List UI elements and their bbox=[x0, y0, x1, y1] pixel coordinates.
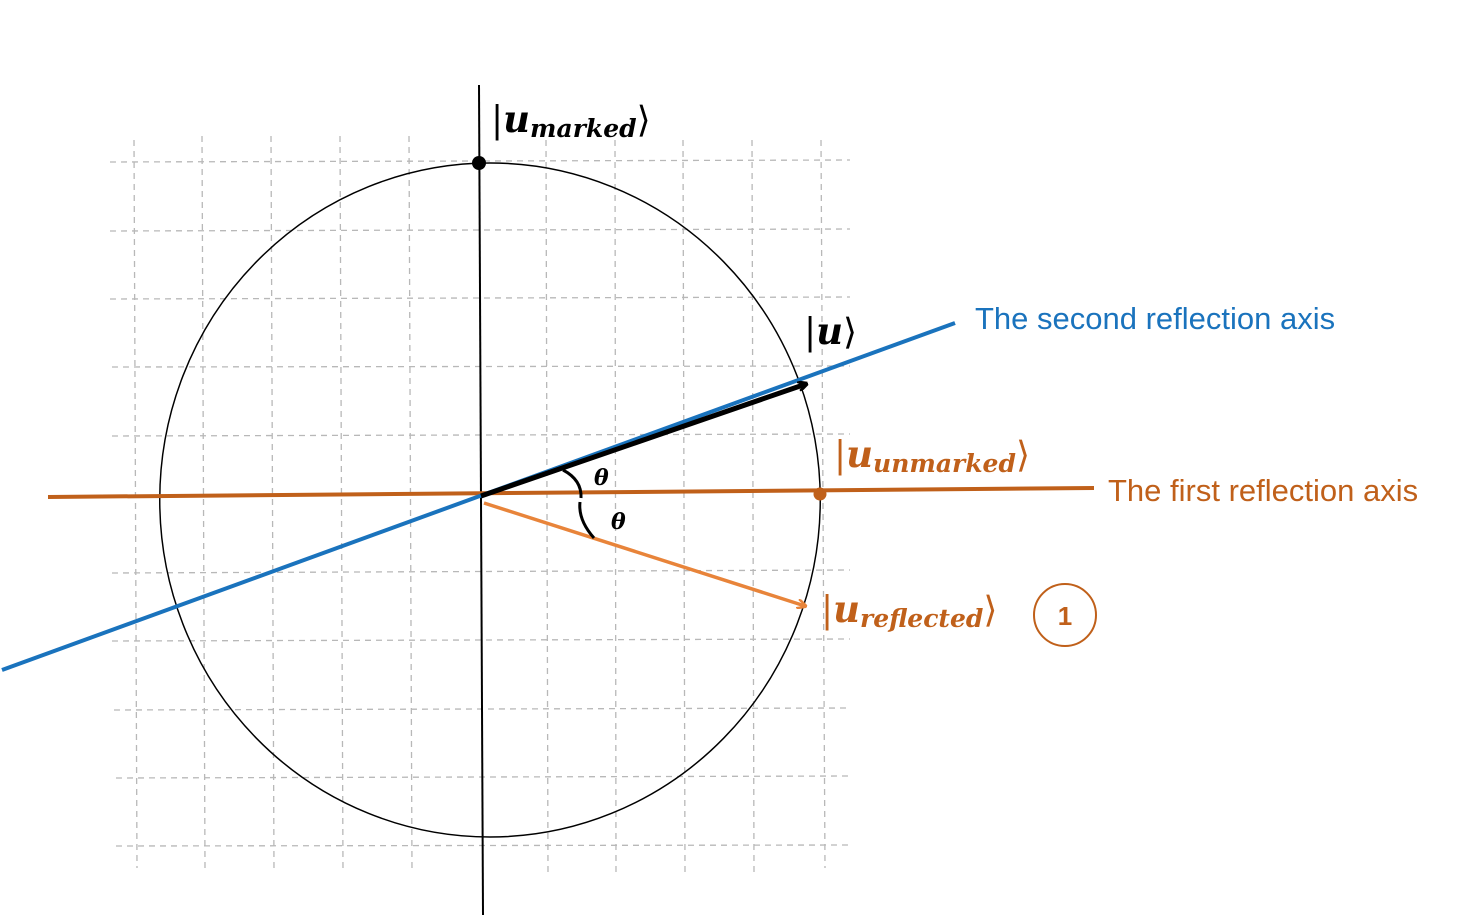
theta-upper-arc bbox=[562, 468, 583, 499]
second-reflection-axis bbox=[1, 321, 956, 672]
vertical-axis bbox=[478, 84, 484, 916]
first-reflection-axis-label: The first reflection axis bbox=[1108, 473, 1418, 508]
second-reflection-axis-label: The second reflection axis bbox=[975, 301, 1335, 336]
ket-unmarked-label: |uunmarked⟩ bbox=[834, 432, 1030, 478]
ket-reflected-label: |ureflected⟩ bbox=[821, 587, 997, 633]
reflected-vector-arrow bbox=[483, 501, 805, 606]
theta-lower-arc bbox=[578, 501, 596, 539]
ket-marked-label: |umarked⟩ bbox=[491, 97, 651, 143]
step-badge-circle bbox=[1033, 583, 1097, 647]
step-badge: 1 bbox=[1033, 583, 1097, 647]
theta-upper-label: θ bbox=[594, 465, 609, 491]
unit-circle bbox=[159, 162, 821, 838]
first-reflection-axis bbox=[47, 486, 1095, 499]
ket-u-label: |u⟩ bbox=[804, 309, 857, 353]
theta-lower-label: θ bbox=[611, 509, 626, 535]
unmarked-point bbox=[813, 487, 827, 501]
marked-point bbox=[472, 156, 486, 170]
state-vector-arrow bbox=[480, 384, 806, 499]
step-badge-number: 1 bbox=[1058, 601, 1072, 631]
